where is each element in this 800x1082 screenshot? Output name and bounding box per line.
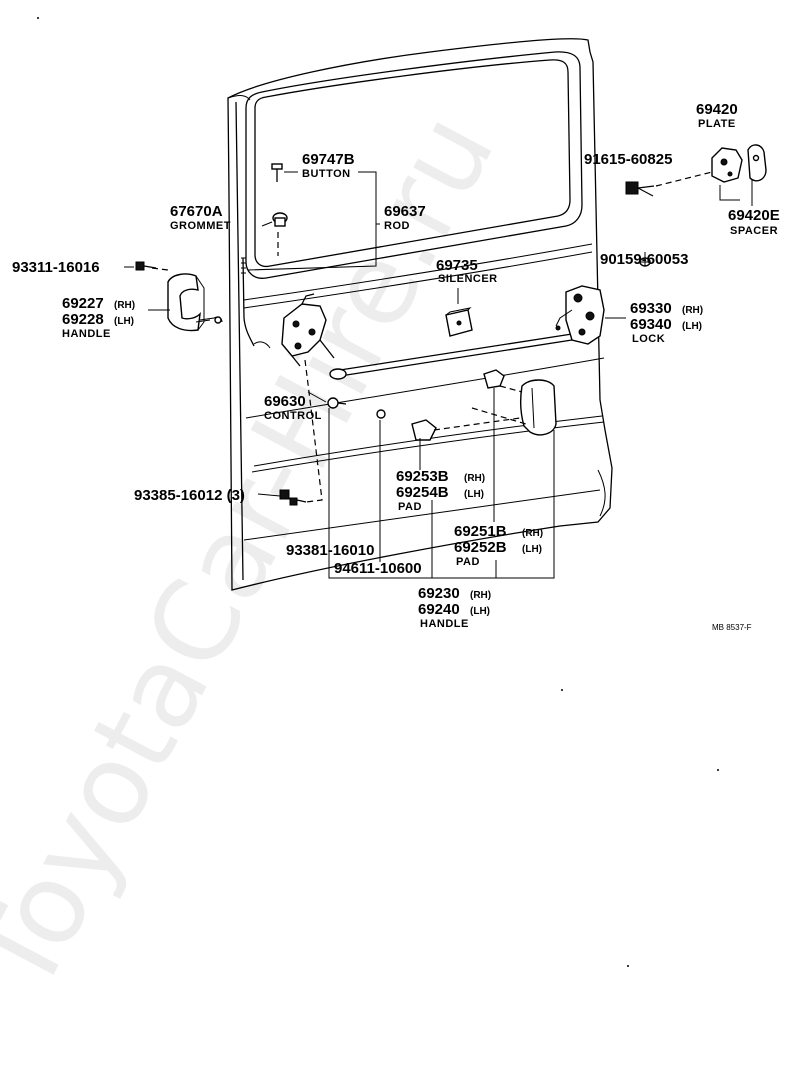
handle-pad-lower	[411, 419, 437, 441]
part-name-control: CONTROL	[264, 410, 322, 422]
control-mechanism	[281, 293, 335, 367]
part-suffix-69330: (RH)	[682, 305, 703, 316]
part-number-69420e: 69420E	[728, 207, 780, 224]
part-number-91615: 91615-60825	[584, 151, 672, 168]
part-name-pad-upper: PAD	[456, 556, 480, 568]
part-number-90159: 90159-60053	[600, 251, 688, 268]
silencer-block	[445, 307, 473, 337]
connecting-rod	[329, 333, 573, 380]
part-suffix-69340: (LH)	[682, 321, 702, 332]
part-name-handle-inside: HANDLE	[420, 618, 469, 630]
part-name-pad-lower: PAD	[398, 501, 422, 513]
part-name-grommet: GROMMET	[170, 220, 231, 232]
part-suffix-69251b: (RH)	[522, 528, 543, 539]
part-suffix-69253b: (RH)	[464, 473, 485, 484]
watermark-text: ToyotaCar-Hire.ru	[0, 94, 520, 1014]
part-number-94611: 94611-10600	[334, 560, 422, 577]
part-number-69630: 69630	[264, 393, 306, 410]
part-number-69252b: 69252B	[454, 539, 507, 556]
part-number-69420: 69420	[696, 101, 738, 118]
part-suffix-69252b: (LH)	[522, 544, 542, 555]
screws-93385	[279, 489, 307, 506]
part-number-69747b: 69747B	[302, 151, 355, 168]
part-number-69228: 69228	[62, 311, 104, 328]
part-suffix-69254b: (LH)	[464, 489, 484, 500]
part-number-69254b: 69254B	[396, 484, 449, 501]
part-suffix-69230: (RH)	[470, 590, 491, 601]
part-name-spacer: SPACER	[730, 225, 778, 237]
plate-spacer	[747, 144, 767, 182]
part-number-67670a: 67670A	[170, 203, 223, 220]
part-number-69240: 69240	[418, 601, 460, 618]
part-number-69330: 69330	[630, 300, 672, 317]
part-number-69735: 69735	[436, 257, 478, 274]
part-name-plate: PLATE	[698, 118, 736, 130]
part-number-69253b: 69253B	[396, 468, 449, 485]
bolt-93311	[135, 261, 157, 271]
drawing-code: MB 8537-F	[712, 623, 752, 632]
screw-93381	[327, 397, 347, 409]
part-number-69637: 69637	[384, 203, 426, 220]
grommet-part	[272, 212, 288, 227]
door-lock-assembly	[555, 285, 605, 345]
part-name-rod: ROD	[384, 220, 410, 232]
part-name-lock: LOCK	[632, 333, 665, 345]
striker-plate	[711, 147, 743, 183]
part-name-silencer: SILENCER	[438, 273, 498, 285]
part-number-93381: 93381-16010	[286, 542, 374, 559]
part-name-button: BUTTON	[302, 168, 351, 180]
outside-handle	[167, 273, 223, 332]
door-lock-button	[271, 163, 283, 182]
part-suffix-69227: (RH)	[114, 300, 135, 311]
part-number-69251b: 69251B	[454, 523, 507, 540]
window-glass	[254, 59, 571, 268]
screw-94611	[376, 409, 386, 419]
part-suffix-69228: (LH)	[114, 316, 134, 327]
part-name-handle-outside: HANDLE	[62, 328, 111, 340]
part-number-69227: 69227	[62, 295, 104, 312]
part-number-69340: 69340	[630, 316, 672, 333]
inside-handle	[519, 379, 557, 436]
part-number-69230: 69230	[418, 585, 460, 602]
part-number-93311: 93311-16016	[12, 259, 100, 276]
window-frame	[245, 51, 583, 279]
part-number-93385: 93385-16012 (3)	[134, 487, 245, 504]
part-suffix-69240: (LH)	[470, 606, 490, 617]
handle-pad-upper	[483, 369, 505, 389]
bolt-91615	[625, 181, 655, 195]
lock-rod	[242, 257, 255, 347]
